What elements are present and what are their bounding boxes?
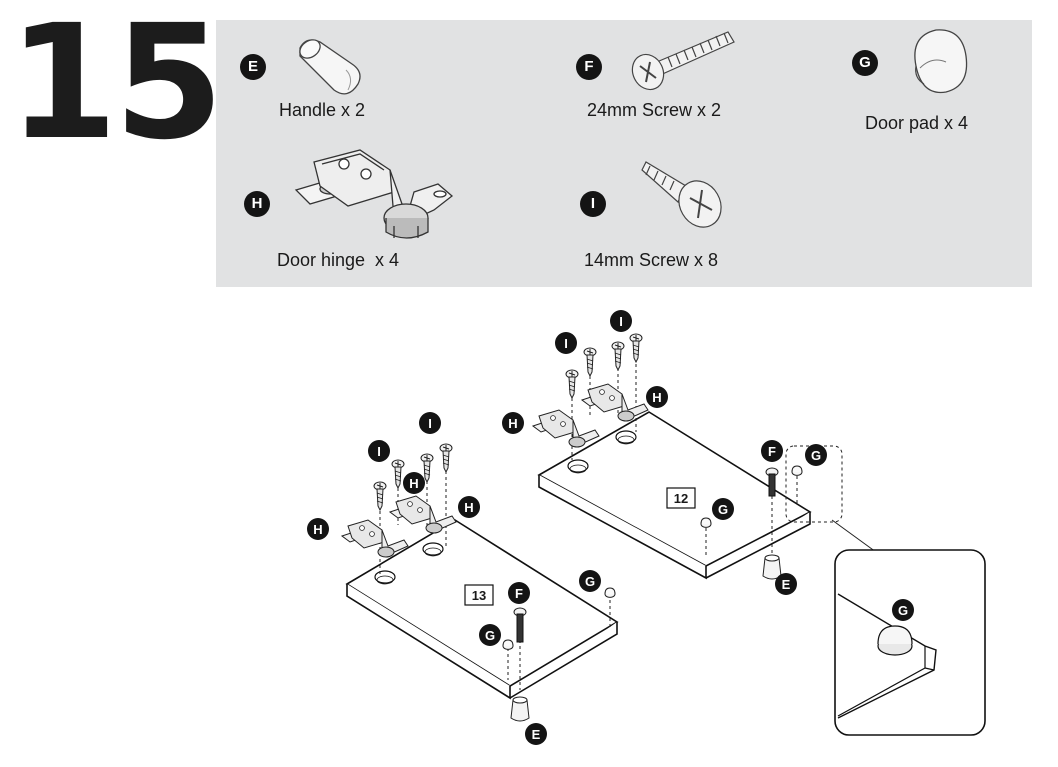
callout-g-detail: G: [892, 599, 914, 621]
screw-13-d: [439, 443, 453, 473]
svg-text:G: G: [485, 628, 495, 643]
callout-g-12-bottom: G: [712, 498, 734, 520]
part-g-label: Door pad x 4: [865, 113, 969, 133]
callout-f-13: F: [508, 582, 530, 604]
callout-i-13-top: I: [419, 412, 441, 434]
callout-g-13-top: G: [579, 570, 601, 592]
screw-12-a: [565, 369, 579, 399]
handle-icon: [299, 39, 361, 95]
door-pad-icon: [914, 29, 968, 94]
svg-text:I: I: [564, 336, 568, 351]
panel-13-number: 13: [472, 588, 486, 603]
svg-text:G: G: [811, 448, 821, 463]
callout-e-13: E: [525, 723, 547, 745]
screw-13-a: [373, 481, 387, 511]
callout-f-12: F: [761, 440, 783, 462]
svg-text:H: H: [652, 390, 661, 405]
svg-text:F: F: [515, 586, 523, 601]
svg-text:G: G: [718, 502, 728, 517]
svg-text:G: G: [898, 603, 908, 618]
callout-e-12: E: [775, 573, 797, 595]
callout-g-12-top: G: [805, 444, 827, 466]
screw-12-d: [629, 333, 643, 363]
hinge-12-left: [532, 409, 600, 448]
panel-12-number-box: 12: [666, 487, 696, 509]
door-pad-12-back: [791, 465, 803, 476]
svg-text:I: I: [619, 314, 623, 329]
part-f-badge: F: [576, 54, 602, 80]
svg-text:I: I: [428, 416, 432, 431]
svg-text:I: I: [377, 444, 381, 459]
door-pad-12-front: [700, 517, 712, 528]
handle-13: [510, 696, 530, 722]
callout-i-12-top: I: [610, 310, 632, 332]
callout-i-13-left: I: [368, 440, 390, 462]
svg-text:H: H: [409, 476, 418, 491]
panel-12-number: 12: [674, 491, 688, 506]
callout-g-13-bottom: G: [479, 624, 501, 646]
callout-badges: I I H H H F G G E I I H H F G G E G: [307, 310, 914, 745]
svg-text:E: E: [782, 577, 791, 592]
svg-text:H: H: [508, 416, 517, 431]
door-pad-13-back: [604, 587, 616, 598]
screw-12-c: [611, 341, 625, 371]
door-hinge-icon: [294, 149, 454, 239]
long-screw-12: [765, 467, 779, 497]
callout-h-12-right: H: [646, 386, 668, 408]
svg-text:F: F: [768, 444, 776, 459]
part-f-label: 24mm Screw x 2: [587, 100, 722, 120]
part-i-label: 14mm Screw x 8: [584, 250, 719, 270]
hinge-13-left: [341, 519, 409, 558]
svg-text:E: E: [532, 727, 541, 742]
part-h-label: Door hinge x 4: [277, 250, 400, 270]
callout-h-13-mid: H: [403, 472, 425, 494]
svg-text:H: H: [313, 522, 322, 537]
part-e-badge: E: [240, 54, 266, 80]
callout-h-13-right: H: [458, 496, 480, 518]
short-screw-icon: [641, 161, 722, 228]
parts-list-panel: E Handle x 2 F 24mm Screw x 2 G Door p: [216, 20, 1032, 287]
screw-13-b: [391, 459, 405, 489]
part-g-badge: G: [852, 50, 878, 76]
door-pad-13-front: [502, 639, 514, 650]
hinge-12-right: [581, 383, 649, 422]
svg-text:G: G: [585, 574, 595, 589]
handle-12: [762, 554, 782, 580]
long-screw-13: [513, 607, 527, 643]
callout-h-12-left: H: [502, 412, 524, 434]
step-number: 15: [8, 0, 224, 175]
callout-h-13-left: H: [307, 518, 329, 540]
detail-view: [834, 549, 986, 736]
part-i-badge: I: [580, 191, 606, 217]
svg-text:H: H: [464, 500, 473, 515]
part-h-badge: H: [244, 191, 270, 217]
screw-12-b: [583, 347, 597, 377]
part-e-label: Handle x 2: [279, 100, 366, 120]
panel-13-number-box: 13: [464, 584, 494, 606]
long-screw-icon: [631, 31, 735, 91]
callout-i-12-left: I: [555, 332, 577, 354]
